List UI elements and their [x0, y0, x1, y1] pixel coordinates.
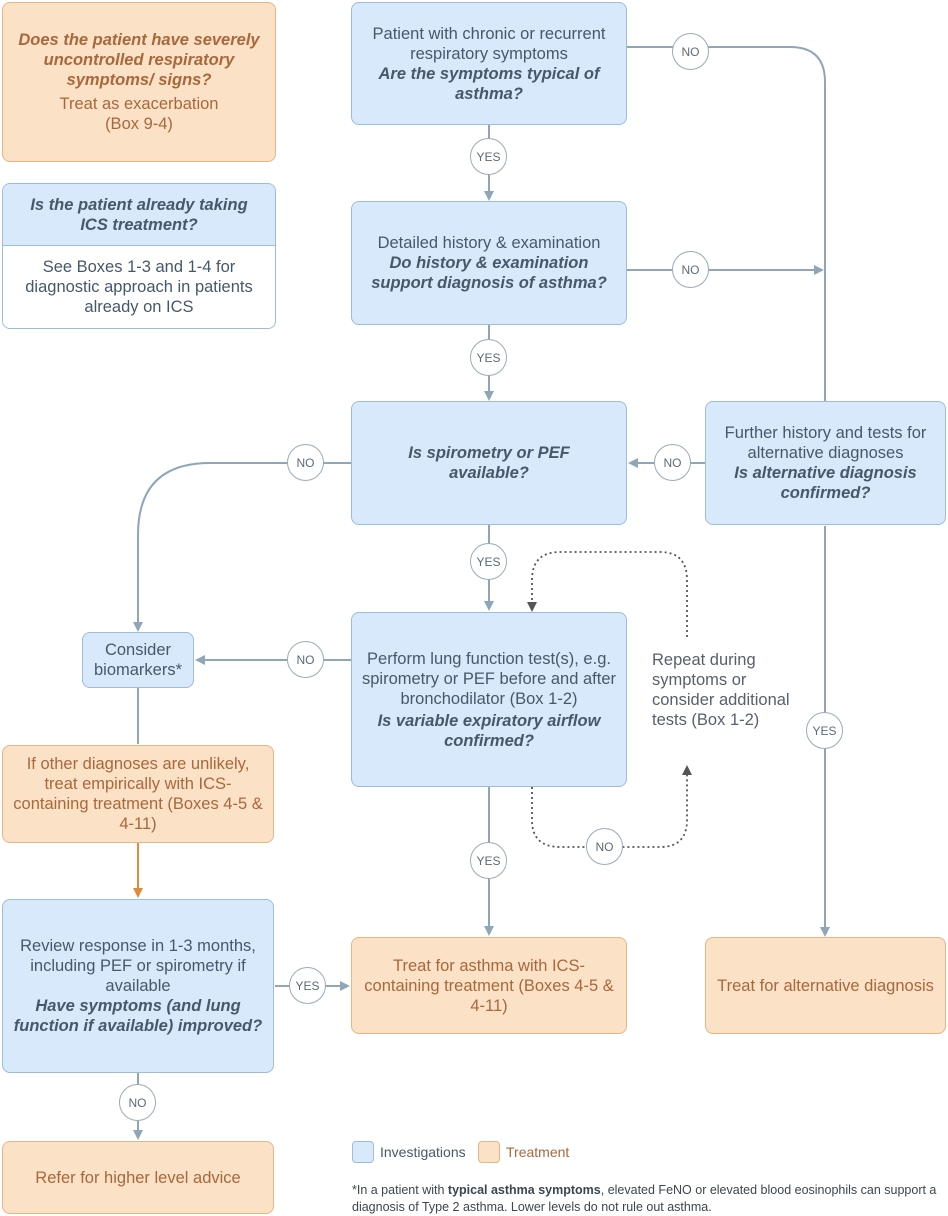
treat-alt-text: Treat for alternative diagnosis: [717, 976, 934, 995]
badge-no-patient: NO: [672, 33, 709, 70]
lungfunction-question: Is variable expiratory airflow confirmed…: [377, 711, 601, 750]
arrow-spirometry-no: [133, 462, 351, 632]
box-treat-alternative: Treat for alternative diagnosis: [705, 937, 946, 1034]
box-spirometry-available: Is spirometry or PEF available?: [351, 401, 627, 525]
legend-treatment-swatch: [478, 1141, 500, 1163]
dotted-loop-return: [527, 551, 688, 637]
box-treat-asthma: Treat for asthma with ICS-containing tre…: [351, 937, 627, 1034]
legend-investigations-swatch: [352, 1141, 374, 1163]
badge-no-further: NO: [654, 444, 691, 481]
badge-no-variable: NO: [586, 828, 623, 865]
box-lung-function: Perform lung function test(s), e.g. spir…: [351, 612, 627, 787]
lungfunction-text: Perform lung function test(s), e.g. spir…: [361, 649, 617, 708]
patient-text: Patient with chronic or recurrent respir…: [372, 24, 606, 63]
badge-yes-further: YES: [806, 712, 843, 749]
legend-investigations-label: Investigations: [380, 1144, 466, 1160]
severe-question: Does the patient have severely uncontrol…: [18, 31, 260, 89]
further-question: Is alternative diagnosis confirmed?: [734, 464, 917, 502]
box-treat-empirically: If other diagnoses are unlikely, treat e…: [2, 745, 274, 843]
box-severe-symptoms: Does the patient have severely uncontrol…: [2, 2, 276, 162]
footnote-bold: typical asthma symptoms: [447, 1183, 601, 1197]
legend-treatment-label: Treatment: [506, 1144, 570, 1160]
box-patient-symptoms: Patient with chronic or recurrent respir…: [351, 2, 627, 125]
history-question: Do history & examination support diagnos…: [371, 254, 607, 292]
patient-question: Are the symptoms typical of asthma?: [378, 64, 600, 103]
dotted-loop-repeat: [531, 765, 692, 848]
severe-text: Treat as exacerbation: [59, 95, 219, 113]
box-consider-biomarkers: Consider biomarkers*: [82, 632, 194, 688]
empirical-text: If other diagnoses are unlikely, treat e…: [13, 755, 263, 833]
badge-no-review: NO: [119, 1084, 156, 1121]
repeat-note: Repeat during symptoms or consider addit…: [652, 651, 790, 729]
box-ics-treatment: Is the patient already taking ICS treatm…: [2, 183, 276, 329]
treat-asthma-text: Treat for asthma with ICS-containing tre…: [364, 956, 614, 1015]
line-patient-no: [627, 46, 826, 401]
history-text: Detailed history & examination: [377, 234, 601, 252]
review-question: Have symptoms (and lung function if avai…: [13, 997, 263, 1035]
badge-yes-review: YES: [289, 967, 326, 1004]
spirometry-question: Is spirometry or PEF available?: [408, 444, 570, 482]
footnote-prefix: *In a patient with: [352, 1183, 448, 1197]
box-history-examination: Detailed history & examination Do histor…: [351, 201, 627, 325]
ics-text: See Boxes 1-3 and 1-4 for diagnostic app…: [25, 258, 253, 316]
badge-yes-spirometry: YES: [470, 543, 507, 580]
box-review-response: Review response in 1-3 months, including…: [2, 899, 274, 1073]
refer-text: Refer for higher level advice: [35, 1168, 241, 1187]
review-text: Review response in 1-3 months, including…: [20, 937, 256, 995]
ics-question: Is the patient already taking ICS treatm…: [30, 195, 248, 234]
footnote: *In a patient with typical asthma sympto…: [352, 1182, 948, 1216]
badge-yes-patient: YES: [470, 138, 507, 175]
badge-no-history: NO: [672, 251, 709, 288]
biomarkers-text: Consider biomarkers*: [93, 641, 183, 679]
box-refer-advice: Refer for higher level advice: [2, 1141, 274, 1214]
badge-no-spirometry: NO: [287, 444, 324, 481]
box-further-history: Further history and tests for alternativ…: [705, 401, 946, 525]
badge-yes-lungfunction: YES: [470, 842, 507, 879]
badge-yes-history: YES: [470, 339, 507, 376]
further-text: Further history and tests for alternativ…: [724, 424, 927, 462]
badge-no-lungfunction: NO: [287, 641, 324, 678]
severe-ref: (Box 9-4): [105, 115, 173, 133]
footnote-rest: , elevated FeNO or elevated blood eosino…: [352, 1183, 937, 1214]
